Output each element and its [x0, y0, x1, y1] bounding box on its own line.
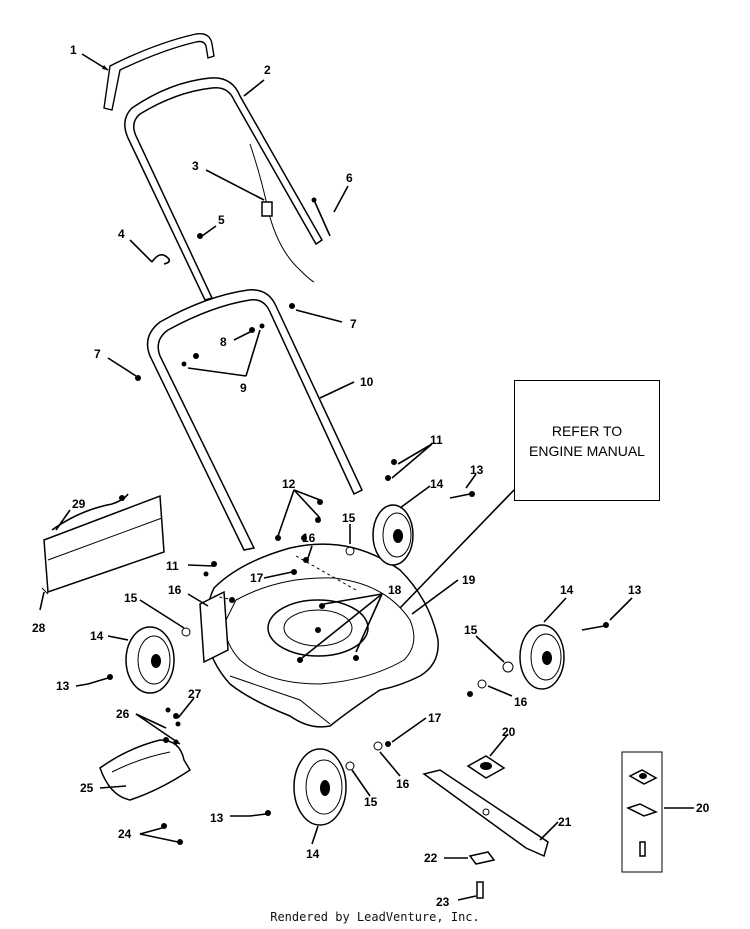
callout-14-left: 14	[90, 629, 104, 643]
callout-26: 26	[116, 707, 130, 721]
footer-credit: Rendered by LeadVenture, Inc.	[270, 910, 480, 924]
callout-8: 8	[220, 335, 227, 349]
blade-bolt[interactable]	[476, 881, 484, 899]
callout-17-bottom: 17	[428, 711, 442, 725]
callout-16-top: 16	[302, 531, 316, 545]
upper-handle[interactable]	[124, 77, 323, 301]
callout-15-right: 15	[464, 623, 478, 637]
callout-22: 22	[424, 851, 438, 865]
callout-18: 18	[388, 583, 402, 597]
callout-1: 1	[70, 43, 77, 57]
wheel-hardware	[87, 491, 609, 817]
callout-17-top: 17	[250, 571, 264, 585]
callout-9: 9	[240, 381, 247, 395]
lower-handle[interactable]	[146, 289, 363, 551]
callout-4: 4	[118, 227, 125, 241]
control-cable[interactable]	[249, 143, 315, 283]
callout-25: 25	[80, 781, 94, 795]
blade-adapter[interactable]	[466, 755, 506, 779]
callout-28: 28	[32, 621, 46, 635]
callout-14-top: 14	[430, 477, 444, 491]
callout-13-top: 13	[470, 463, 484, 477]
callout-20: 20	[502, 725, 516, 739]
callout-12: 12	[282, 477, 296, 491]
callout-19: 19	[462, 573, 476, 587]
control-bar[interactable]	[103, 33, 215, 111]
callout-29: 29	[72, 497, 86, 511]
callout-16-right: 16	[514, 695, 528, 709]
callout-16-bottom: 16	[396, 777, 410, 791]
callout-14-bottom: 14	[306, 847, 320, 861]
callout-13-bottom: 13	[210, 811, 224, 825]
callout-7-left: 7	[94, 347, 101, 361]
callout-3: 3	[192, 159, 199, 173]
callout-16-left: 16	[168, 583, 182, 597]
callout-13-right: 13	[628, 583, 642, 597]
leader-lines	[39, 53, 694, 901]
wheel-rear-right[interactable]	[519, 624, 565, 690]
callout-13-left: 13	[56, 679, 70, 693]
wheel-rear-left[interactable]	[125, 626, 175, 694]
callout-15-top: 15	[342, 511, 356, 525]
cable-clip[interactable]	[151, 254, 171, 265]
callout-27: 27	[188, 687, 202, 701]
rear-flap[interactable]	[41, 494, 165, 595]
note-line-2: ENGINE MANUAL	[529, 442, 645, 459]
cable-tie[interactable]	[311, 197, 331, 237]
callout-21: 21	[558, 815, 572, 829]
chute-deflector[interactable]	[99, 737, 192, 801]
callout-24: 24	[118, 827, 132, 841]
callout-5: 5	[218, 213, 225, 227]
mower-deck[interactable]	[199, 543, 439, 728]
blade-stiffener[interactable]	[468, 851, 496, 865]
flap-rod[interactable]	[51, 493, 129, 531]
engine-manual-note: REFER TO ENGINE MANUAL	[514, 380, 660, 501]
callout-10: 10	[360, 375, 374, 389]
callout-11-left: 11	[166, 559, 179, 573]
callout-23: 23	[436, 895, 450, 909]
callout-20-inset: 20	[696, 801, 710, 815]
callout-numbers: 1 2 3 6 4 5 7 8 9 7 10 11 13 14 12 15 16…	[32, 43, 710, 909]
blade-adapter-inset	[621, 751, 663, 873]
callout-15-bottom: 15	[364, 795, 378, 809]
callout-15-left: 15	[124, 591, 138, 605]
callout-6: 6	[346, 171, 353, 185]
handle-hardware	[135, 303, 397, 577]
callout-11-right: 11	[430, 433, 443, 447]
wheel-front-right[interactable]	[372, 504, 414, 566]
wheel-front-left[interactable]	[293, 748, 347, 826]
callout-14-right: 14	[560, 583, 574, 597]
callout-2: 2	[264, 63, 271, 77]
callout-7-right: 7	[350, 317, 357, 331]
note-line-1: REFER TO	[551, 422, 623, 439]
handle-bolt-5[interactable]	[197, 233, 203, 239]
blade[interactable]	[422, 769, 549, 858]
